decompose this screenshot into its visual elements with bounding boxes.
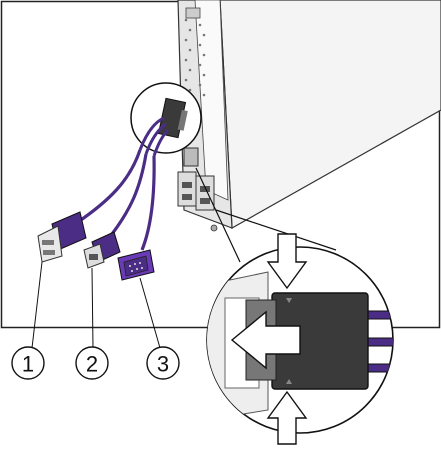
dongle-detail-circle bbox=[130, 82, 202, 157]
server-blade bbox=[177, 0, 441, 232]
insert-arrow-icon bbox=[230, 310, 301, 370]
zoom-leaders bbox=[195, 167, 337, 263]
callout-2-label: 2 bbox=[86, 352, 98, 377]
usb-double-connector-icon bbox=[37, 211, 87, 263]
drive-bay-top bbox=[177, 171, 197, 207]
callout-2: 2 bbox=[75, 346, 109, 380]
callout-1: 1 bbox=[11, 346, 45, 380]
blade-port bbox=[183, 147, 199, 167]
blade-screw bbox=[210, 224, 218, 232]
dongle-cables bbox=[77, 149, 156, 251]
vga-connector-icon bbox=[117, 249, 155, 281]
squeeze-arrow-down-icon bbox=[266, 233, 308, 290]
drive-bay-bottom bbox=[195, 175, 215, 211]
squeeze-arrow-up-icon bbox=[266, 390, 308, 445]
callout-3: 3 bbox=[146, 346, 180, 380]
cable-usb bbox=[77, 149, 142, 224]
vent-grille bbox=[184, 18, 206, 102]
callout-3-label: 3 bbox=[157, 352, 169, 377]
cable-ethernet bbox=[110, 153, 148, 235]
ethernet-connector-icon bbox=[83, 231, 121, 269]
callout-leaders bbox=[31, 261, 161, 349]
cable-vga bbox=[140, 155, 156, 251]
callout-1-label: 1 bbox=[22, 352, 34, 377]
blade-latch bbox=[185, 7, 201, 19]
